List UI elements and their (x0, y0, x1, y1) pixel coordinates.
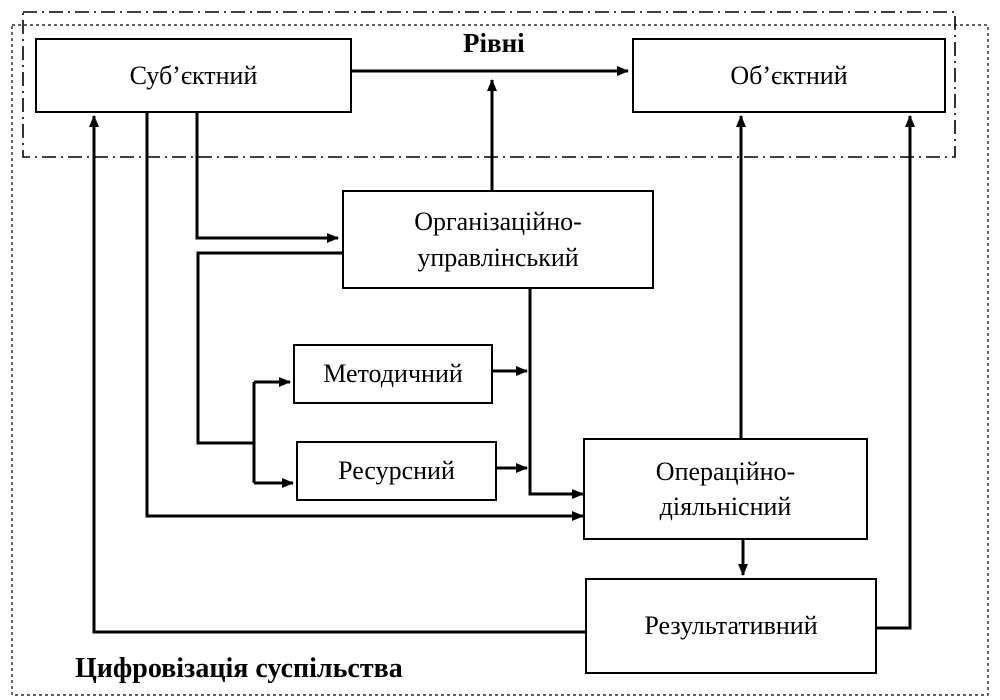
node-org-management-line2: управлінський (417, 242, 579, 272)
arrow-resultative-to-objective (877, 115, 915, 630)
node-methodical: Методичний (293, 344, 493, 404)
node-objective-label: Об’єктний (730, 60, 848, 90)
node-methodical-label: Методичний (323, 359, 463, 389)
node-objective: Об’єктний (632, 38, 946, 113)
arrow-subjective-to-operational (145, 113, 584, 521)
arrow-resultative-to-subjective (89, 115, 585, 634)
node-subjective: Суб’єктний (35, 38, 352, 113)
node-subjective-label: Суб’єктний (129, 60, 258, 90)
node-operational: Операційно- діяльнісний (583, 438, 868, 540)
node-resource: Ресурсний (296, 441, 497, 501)
node-operational-line1: Операційно- (655, 456, 796, 486)
levels-frame (22, 11, 956, 158)
line-org-branch (196, 251, 342, 445)
node-operational-line2: діяльнісний (659, 492, 792, 521)
node-org-management: Організаційно- управлінський (342, 190, 654, 289)
node-org-management-line1: Організаційно- (414, 207, 582, 237)
arrow-org-to-operational (528, 289, 584, 499)
society-frame (11, 24, 989, 696)
node-resultative: Результативний (585, 578, 877, 674)
society-label: Цифровізація суспільства (75, 653, 403, 684)
levels-title: Рівні (463, 28, 525, 58)
arrow-subjective-to-org (195, 113, 339, 243)
node-resource-label: Ресурсний (338, 456, 455, 486)
node-resultative-label: Результативний (644, 611, 818, 641)
